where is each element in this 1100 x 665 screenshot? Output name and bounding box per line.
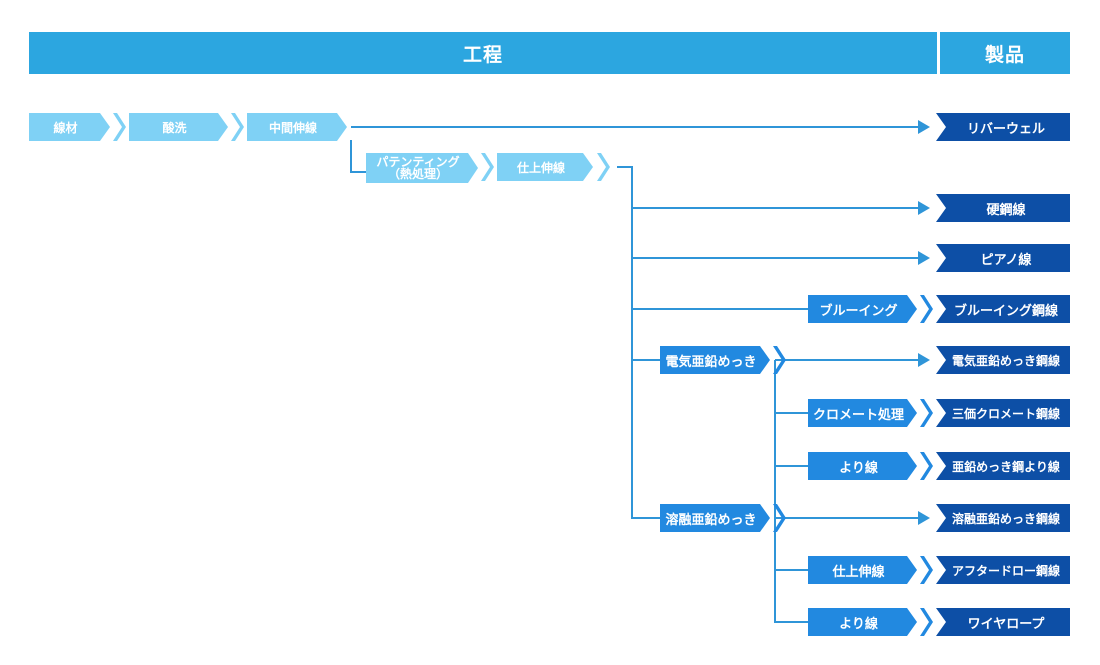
step-label: 仕上伸線	[516, 160, 565, 175]
step-label: クロメート処理	[812, 407, 904, 423]
step-label-line2: （熱処理）	[387, 167, 448, 181]
process-header: 工程	[29, 32, 937, 74]
product-wire-rope: ワイヤロープ	[936, 608, 1070, 636]
step-hot-dip-galvanizing: 溶融亜鉛めっき	[660, 504, 770, 532]
step-label: 酸洗	[162, 120, 187, 135]
step-patenting: パテンティング （熱処理）	[366, 153, 478, 183]
product-electro-galv-wire: 電気亜鉛めっき鋼線	[936, 346, 1070, 374]
product-label: ピアノ線	[980, 252, 1032, 268]
step-wire-rod: 線材	[29, 113, 110, 141]
step-stranding-2: より線	[808, 608, 917, 636]
product-label: リバーウェル	[966, 121, 1045, 137]
product-label: アフタードロー鋼線	[951, 563, 1060, 578]
product-piano-wire: ピアノ線	[936, 244, 1070, 272]
step-label: より線	[839, 460, 878, 476]
product-label: ブルーイング鋼線	[953, 303, 1058, 319]
product-bluing-steel-wire: ブルーイング鋼線	[936, 295, 1070, 323]
product-label: 亜鉛めっき鋼より線	[952, 459, 1060, 474]
step-label: より線	[839, 616, 878, 632]
product-galv-strand: 亜鉛めっき鋼より線	[936, 452, 1070, 480]
product-hot-dip-galv-wire: 溶融亜鉛めっき鋼線	[936, 504, 1070, 532]
step-label: ブルーイング	[819, 303, 898, 319]
product-rebar-weld: リバーウェル	[936, 113, 1070, 141]
product-label: 電気亜鉛めっき鋼線	[951, 353, 1060, 368]
product-after-draw-wire: アフタードロー鋼線	[936, 556, 1070, 584]
product-label: 硬鋼線	[986, 202, 1026, 218]
step-pickling: 酸洗	[129, 113, 228, 141]
step-electro-galvanizing: 電気亜鉛めっき	[660, 346, 770, 374]
step-bluing: ブルーイング	[808, 295, 917, 323]
step-label: 中間伸線	[268, 120, 317, 135]
step-stranding: より線	[808, 452, 917, 480]
process-header-label: 工程	[462, 43, 503, 66]
product-label: ワイヤロープ	[967, 616, 1045, 632]
step-label: 線材	[53, 120, 78, 135]
product-label: 溶融亜鉛めっき鋼線	[951, 511, 1060, 526]
step-chromate: クロメート処理	[808, 399, 917, 427]
step-finish-drawing: 仕上伸線	[497, 153, 593, 181]
step-intermediate-drawing: 中間伸線	[247, 113, 347, 141]
step-label: 溶融亜鉛めっき	[665, 512, 757, 528]
step-label-line1: パテンティング	[376, 155, 460, 169]
product-label: 三価クロメート鋼線	[951, 406, 1060, 421]
product-header-label: 製品	[984, 43, 1025, 66]
step-finish-drawing-2: 仕上伸線	[808, 556, 917, 584]
product-hard-steel-wire: 硬鋼線	[936, 194, 1070, 222]
step-label: 仕上伸線	[832, 564, 885, 580]
step-label: 電気亜鉛めっき	[665, 354, 757, 370]
product-trivalent-chromate-wire: 三価クロメート鋼線	[936, 399, 1070, 427]
product-header: 製品	[940, 32, 1070, 74]
